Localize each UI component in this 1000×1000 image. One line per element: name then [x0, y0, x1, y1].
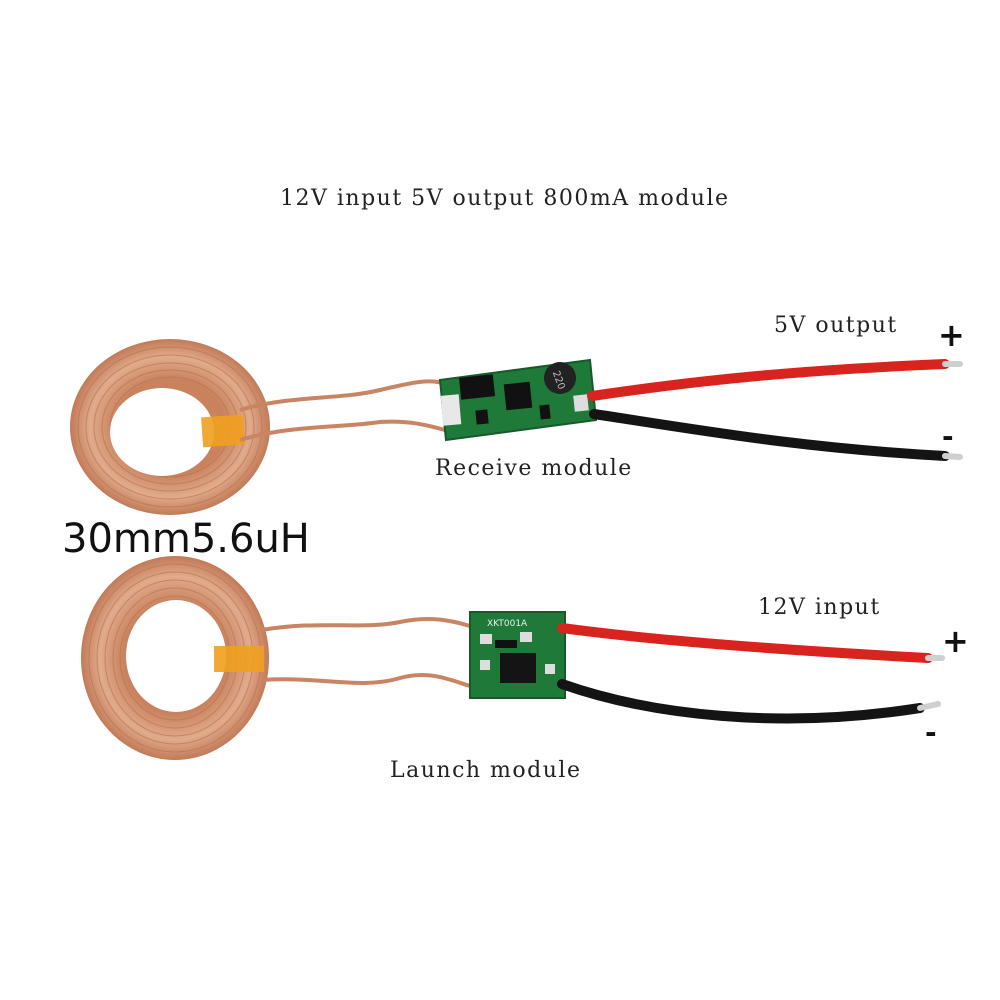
coil-spec-label: 30mm5.6uH: [62, 516, 310, 562]
launch-coil: [81, 556, 269, 760]
receive-plus-sign: +: [938, 316, 965, 354]
receive-coil-leads: [239, 379, 446, 442]
launch-plus-sign: +: [942, 622, 969, 660]
receive-coil: [70, 339, 270, 515]
launch-coil-leads: [261, 617, 471, 688]
receive-module-label: Receive module: [435, 456, 633, 481]
receive-board: 220: [438, 358, 598, 442]
receive-minus-sign: -: [942, 420, 954, 453]
receive-wires: [587, 359, 963, 461]
page-title: 12V input 5V output 800mA module: [280, 186, 730, 211]
launch-module-label: Launch module: [390, 758, 582, 783]
launch-board: XKT001A: [469, 611, 566, 699]
svg-text:XKT001A: XKT001A: [487, 619, 528, 629]
launch-minus-sign: -: [925, 716, 937, 749]
launch-input-label: 12V input: [758, 595, 881, 620]
launch-wires: [557, 623, 945, 724]
receive-output-label: 5V output: [774, 313, 898, 338]
